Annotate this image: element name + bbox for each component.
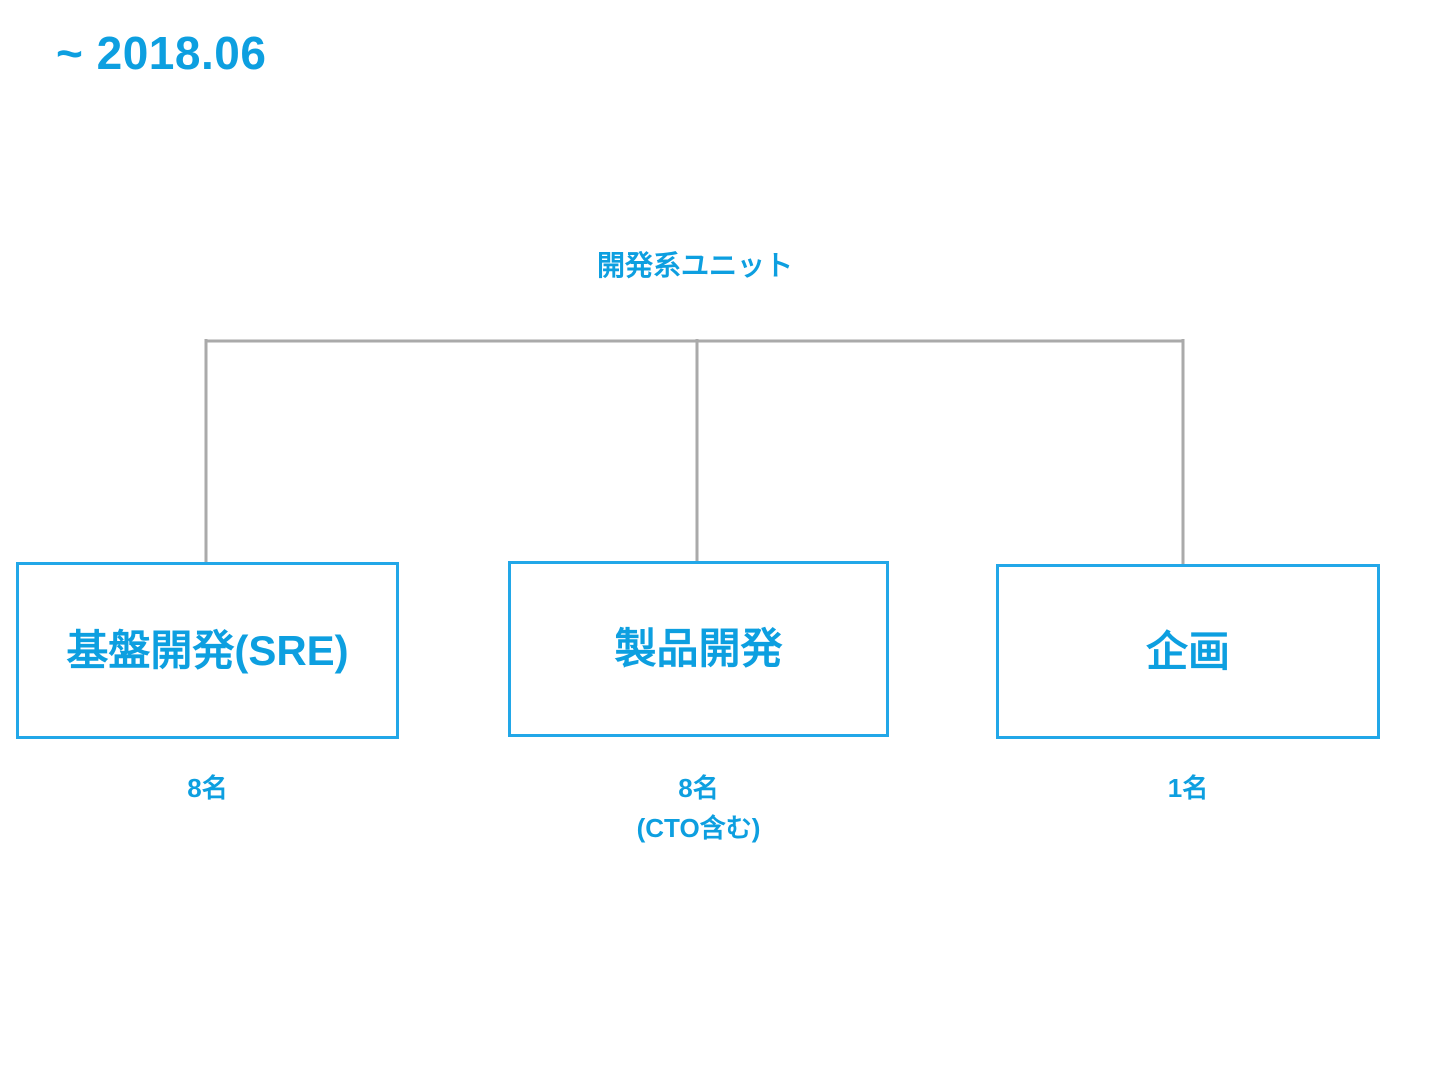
org-unit-note-2: (CTO含む) bbox=[636, 813, 761, 844]
org-unit-box-1[interactable]: 基盤開発(SRE) bbox=[16, 562, 399, 739]
org-unit-label-2: 製品開発 bbox=[614, 625, 783, 672]
root-unit-label-text: 開発系ユニット bbox=[596, 250, 793, 281]
org-unit-caption-2: 8名 (CTO含む) bbox=[508, 768, 889, 849]
org-unit-caption-3: 1名 bbox=[996, 768, 1380, 808]
org-unit-headcount-1: 8名 bbox=[187, 773, 228, 803]
org-unit-headcount-3: 1名 bbox=[1167, 773, 1209, 803]
root-unit-label: 開発系ユニット bbox=[0, 244, 1440, 284]
page-title: ~ 2018.06 bbox=[56, 27, 267, 79]
org-unit-headcount-2: 8名 bbox=[678, 773, 719, 803]
org-unit-label-3: 企画 bbox=[1145, 627, 1230, 675]
org-unit-box-2[interactable]: 製品開発 bbox=[508, 561, 889, 737]
org-unit-caption-1: 8名 bbox=[16, 768, 399, 808]
org-unit-label-1: 基盤開発(SRE) bbox=[66, 626, 349, 674]
org-unit-box-3[interactable]: 企画 bbox=[996, 564, 1380, 739]
